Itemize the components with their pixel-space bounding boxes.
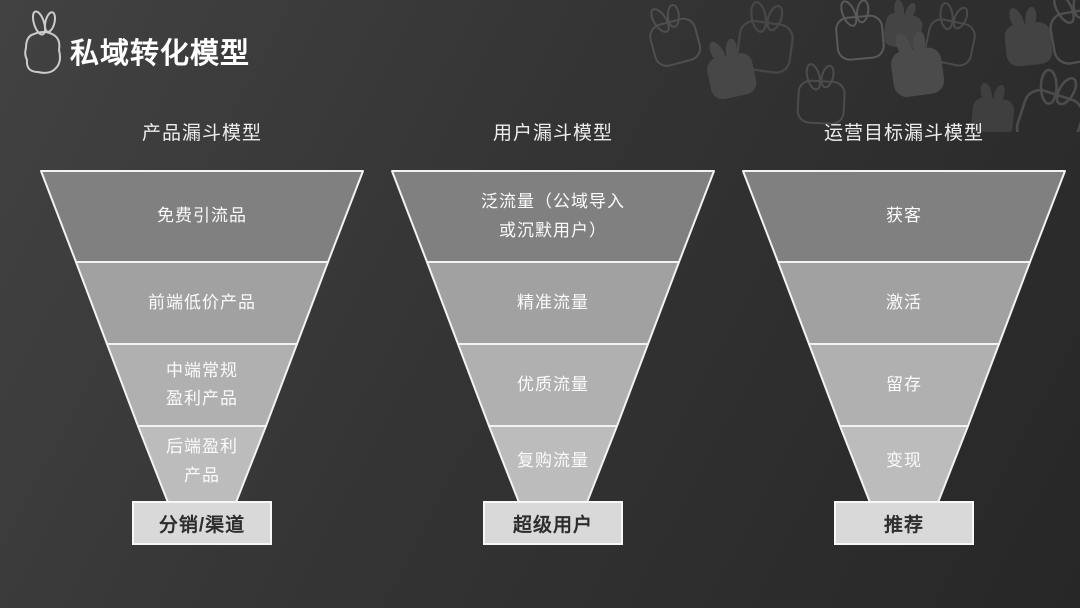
bunny-shape-icon (832, 0, 886, 62)
funnel-base-box: 推荐 (834, 501, 974, 545)
funnel-user: 用户漏斗模型 泛流量（公域导入 或沉默用户） 精准流量 优质流量 复购流量 超级… (383, 116, 723, 548)
funnel-product: 产品漏斗模型 免费引流品 前端低价产品 中端常规 盈利产品 后端盈利 产品 分销… (32, 116, 372, 548)
bunny-shape-icon (641, 0, 704, 70)
funnel-title: 运营目标漏斗模型 (823, 123, 984, 144)
page-title: 私域转化模型 (70, 38, 251, 70)
slide-header: 私域转化模型 (22, 10, 250, 76)
funnel-shape (40, 170, 364, 506)
bunny-shape-icon (881, 0, 927, 51)
funnel-diagram: 免费引流品 前端低价产品 中端常规 盈利产品 后端盈利 产品 分销/渠道 (32, 170, 372, 548)
bunny-fist-pattern (641, 0, 1080, 132)
funnel-diagram: 获客 激活 留存 变现 推荐 (734, 170, 1074, 548)
funnel-base-box: 超级用户 (483, 501, 623, 545)
bunny-shape-icon (922, 0, 982, 69)
bunny-shape-icon (886, 26, 946, 99)
bunny-shape-icon (734, 0, 799, 76)
funnel-shape (391, 170, 715, 506)
bunny-doodle-icon (24, 10, 61, 74)
funnel-base-box: 分销/渠道 (132, 501, 272, 545)
funnel-shape (742, 170, 1066, 506)
funnel-title: 用户漏斗模型 (492, 123, 613, 144)
bunny-shape-icon (1001, 2, 1054, 68)
bunny-shape-icon (1043, 0, 1080, 67)
bunny-shape-icon (701, 32, 759, 102)
funnel-operation-goal: 运营目标漏斗模型 获客 激活 留存 变现 推荐 (734, 116, 1074, 548)
funnel-diagram: 泛流量（公域导入 或沉默用户） 精准流量 优质流量 复购流量 超级用户 (383, 170, 723, 548)
funnel-title: 产品漏斗模型 (141, 123, 262, 144)
